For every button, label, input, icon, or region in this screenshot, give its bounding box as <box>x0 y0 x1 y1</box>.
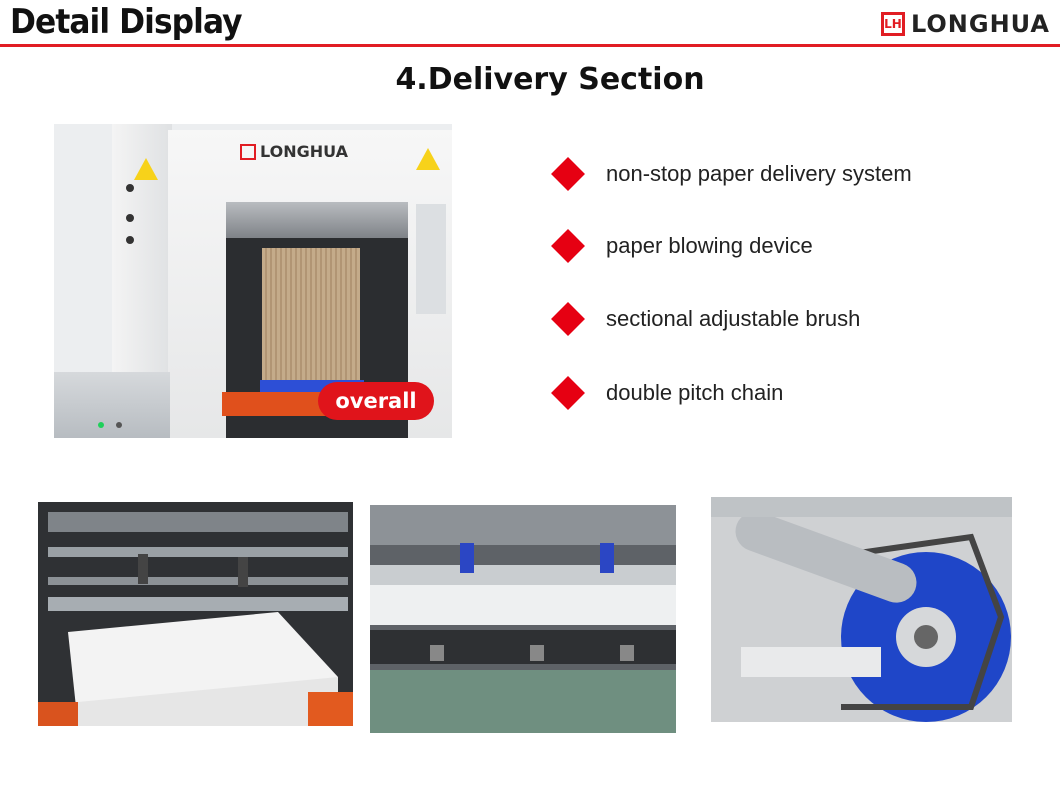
brand-logo: LH LONGHUA <box>880 10 1050 38</box>
longhua-logo-icon: LH <box>880 12 905 36</box>
header-divider <box>0 44 1060 47</box>
feature-label: paper blowing device <box>606 233 813 258</box>
detail-photo-chain <box>711 497 1012 722</box>
feature-item: non-stop paper delivery system <box>551 156 912 192</box>
delivery-gripper-frame <box>226 202 408 238</box>
detail-photo-blowing-device <box>370 505 676 733</box>
section-title: 4.Delivery Section <box>395 62 705 97</box>
red-diamond-bullet-icon <box>551 157 585 191</box>
warning-sign-icon <box>134 158 158 180</box>
brand-mark-text: LH <box>884 17 902 31</box>
red-diamond-bullet-icon <box>551 376 585 410</box>
blowing-device-illustration <box>370 505 676 733</box>
paper-stack <box>262 248 360 380</box>
brand-name: LONGHUA <box>910 10 1050 38</box>
machine-logo: LONGHUA <box>240 142 348 161</box>
control-knob-icon <box>126 214 134 222</box>
machine-brand-text: LONGHUA <box>260 142 349 161</box>
delivery-stack-illustration <box>38 502 353 726</box>
feature-item: double pitch chain <box>551 375 784 411</box>
feature-label: double pitch chain <box>606 380 784 405</box>
feature-label: non-stop paper delivery system <box>606 161 912 186</box>
feature-item: sectional adjustable brush <box>551 301 861 337</box>
warning-sign-icon <box>416 148 440 170</box>
detail-photo-paper-delivery <box>38 502 353 726</box>
control-knob-icon <box>126 236 134 244</box>
red-diamond-bullet-icon <box>551 302 585 336</box>
feature-label: sectional adjustable brush <box>606 306 861 331</box>
control-panel <box>416 204 446 314</box>
overall-badge: overall <box>318 382 434 420</box>
feature-item: paper blowing device <box>551 228 813 264</box>
electric-cabinet <box>54 372 170 438</box>
red-diamond-bullet-icon <box>551 229 585 263</box>
chain-illustration <box>711 497 1012 722</box>
green-led-icon <box>98 422 104 428</box>
indicator-icon <box>116 422 122 428</box>
control-knob-icon <box>126 184 134 192</box>
machine-overall-photo: LONGHUA overall <box>54 124 452 438</box>
page-header-title: Detail Display <box>10 2 243 42</box>
longhua-logo-icon <box>240 143 256 160</box>
